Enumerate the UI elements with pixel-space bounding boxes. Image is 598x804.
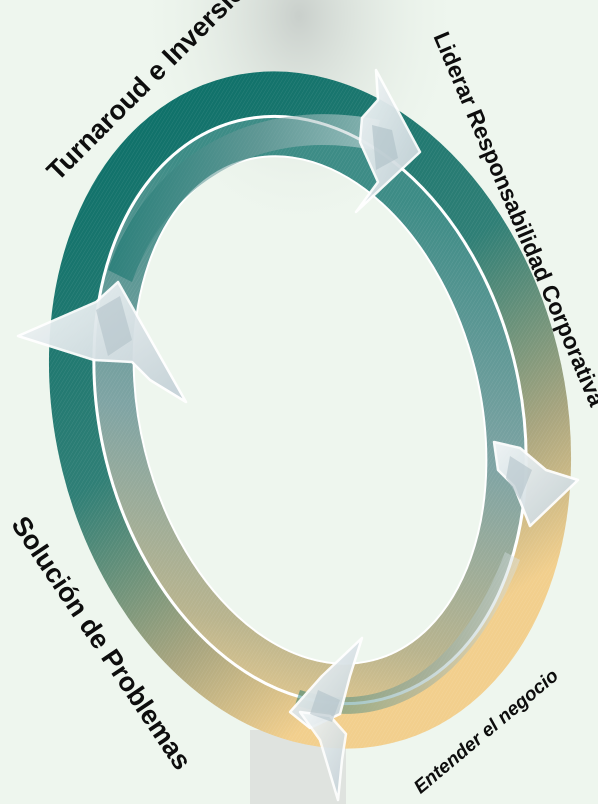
ring-divider-inner (132, 155, 488, 665)
arrow-to-entender (492, 440, 580, 528)
outer-ring-texture (48, 71, 572, 749)
highlight-band-top (108, 114, 380, 282)
arrow-to-liderar (354, 68, 422, 214)
arrow-to-solucion (288, 636, 364, 802)
arrow-to-turnaround (16, 280, 188, 404)
